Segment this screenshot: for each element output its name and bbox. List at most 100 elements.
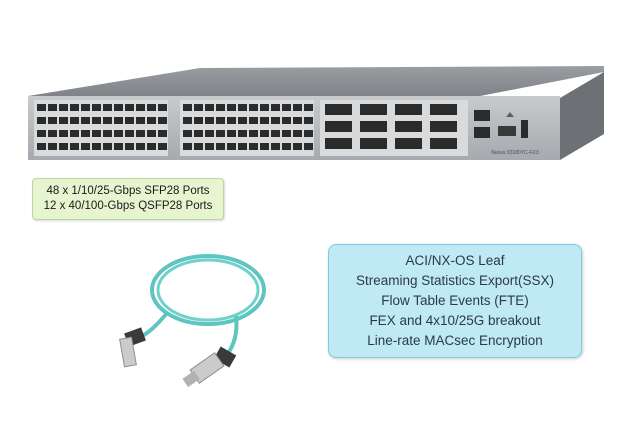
- sfp28-port: [271, 143, 280, 150]
- qsfp28-port: [360, 138, 387, 149]
- sfp28-port: [249, 117, 258, 124]
- sfp28-port: [92, 104, 101, 111]
- sfp28-port: [48, 117, 57, 124]
- sfp28-port: [216, 130, 225, 137]
- chassis-side: [560, 72, 604, 160]
- sfp28-port: [103, 143, 112, 150]
- feature-line: Flow Table Events (FTE): [381, 293, 529, 308]
- sfp28-port: [136, 117, 145, 124]
- sfp28-port: [304, 117, 313, 124]
- sfp28-port: [125, 104, 134, 111]
- qsfp28-ports-text: 12 x 40/100-Gbps QSFP28 Ports: [43, 200, 213, 212]
- usb-port: [521, 120, 528, 138]
- mgmt-port: [474, 110, 490, 121]
- sfp28-port: [227, 117, 236, 124]
- sfp28-port: [158, 130, 167, 137]
- sfp28-port: [205, 104, 214, 111]
- sfp28-port: [271, 104, 280, 111]
- sfp28-port: [147, 143, 156, 150]
- qsfp28-port: [395, 104, 422, 115]
- sfp28-port: [216, 104, 225, 111]
- sfp28-port: [194, 130, 203, 137]
- sfp28-port: [227, 104, 236, 111]
- sfp28-port: [103, 130, 112, 137]
- chassis-top: [28, 66, 604, 98]
- sfp28-port: [48, 143, 57, 150]
- sfp28-port: [125, 143, 134, 150]
- console-port: [474, 127, 490, 138]
- sfp28-port: [282, 130, 291, 137]
- qsfp28-port: [430, 138, 457, 149]
- sfp28-port: [260, 143, 269, 150]
- sfp28-port: [70, 117, 79, 124]
- sfp28-port: [136, 130, 145, 137]
- sfp28-port: [260, 130, 269, 137]
- sfp28-port: [70, 143, 79, 150]
- sfp28-port: [59, 130, 68, 137]
- sfp-connector-right: [182, 346, 237, 388]
- qsfp28-port: [430, 121, 457, 132]
- sfp28-port: [282, 143, 291, 150]
- sfp28-port: [125, 130, 134, 137]
- sfp28-port: [304, 130, 313, 137]
- sfp-mgmt-port: [498, 126, 516, 136]
- sfp28-port: [183, 117, 192, 124]
- sfp28-port: [70, 130, 79, 137]
- qsfp28-port: [395, 138, 422, 149]
- sfp28-port: [92, 143, 101, 150]
- sfp28-port: [114, 143, 123, 150]
- qsfp28-port: [395, 121, 422, 132]
- sfp28-port: [81, 117, 90, 124]
- sfp28-port: [227, 143, 236, 150]
- sfp28-port: [70, 104, 79, 111]
- sfp28-port: [114, 130, 123, 137]
- sfp28-port: [158, 143, 167, 150]
- sfp28-port: [59, 104, 68, 111]
- sfp28-port: [304, 104, 313, 111]
- aoc-cable-icon: [119, 254, 266, 388]
- feature-line: ACI/NX-OS Leaf: [405, 253, 505, 268]
- sfp28-port: [205, 143, 214, 150]
- sfp28-port: [183, 104, 192, 111]
- sfp28-port: [158, 104, 167, 111]
- sfp28-port: [59, 143, 68, 150]
- sfp28-port: [271, 117, 280, 124]
- sfp28-port: [37, 143, 46, 150]
- sfp28-port: [293, 104, 302, 111]
- sfp28-port: [238, 130, 247, 137]
- sfp28-port: [114, 104, 123, 111]
- sfp28-port: [59, 117, 68, 124]
- feature-line: Line-rate MACsec Encryption: [367, 333, 543, 348]
- sfp28-port: [282, 104, 291, 111]
- qsfp28-port: [325, 138, 352, 149]
- sfp28-port: [37, 117, 46, 124]
- sfp28-port: [293, 117, 302, 124]
- sfp28-port: [216, 117, 225, 124]
- qsfp28-port: [360, 121, 387, 132]
- sfp28-port: [136, 104, 145, 111]
- sfp28-port: [271, 130, 280, 137]
- qsfp28-port: [430, 104, 457, 115]
- sfp28-port: [249, 130, 258, 137]
- sfp28-port: [249, 104, 258, 111]
- sfp28-port: [48, 104, 57, 111]
- sfp28-port: [81, 104, 90, 111]
- sfp28-port: [293, 143, 302, 150]
- sfp28-port-block: [34, 100, 314, 156]
- sfp28-port: [227, 130, 236, 137]
- sfp28-port: [81, 143, 90, 150]
- sfp28-port: [194, 104, 203, 111]
- sfp28-port: [37, 130, 46, 137]
- sfp28-port: [158, 117, 167, 124]
- feature-line: Streaming Statistics Export(SSX): [355, 273, 555, 288]
- sfp28-port: [238, 117, 247, 124]
- sfp28-port: [194, 143, 203, 150]
- sfp28-port: [92, 130, 101, 137]
- sfp28-port: [282, 117, 291, 124]
- sfp28-port: [103, 104, 112, 111]
- cisco-logo-icon: [506, 112, 514, 117]
- sfp28-port: [81, 130, 90, 137]
- sfp28-port: [304, 143, 313, 150]
- sfp28-port: [114, 117, 123, 124]
- features-box: ACI/NX-OS Leaf Streaming Statistics Expo…: [328, 244, 582, 358]
